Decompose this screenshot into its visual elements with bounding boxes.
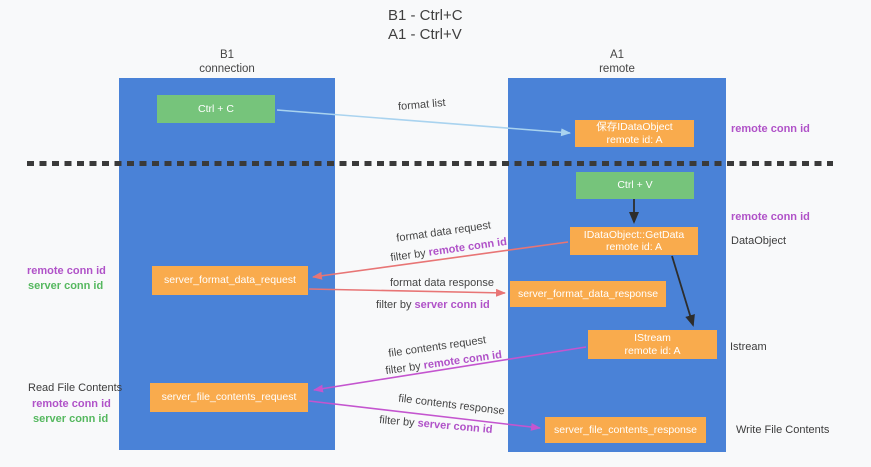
lane-b1-role: connection — [199, 63, 255, 75]
node-server-file-contents-request: server_file_contents_request — [150, 383, 308, 412]
ctrl-c-label: Ctrl + C — [198, 102, 234, 115]
node-server-format-data-response: server_format_data_response — [510, 281, 666, 307]
ctrl-v-label: Ctrl + V — [617, 179, 653, 192]
phase-separator-dashed-line — [27, 161, 833, 166]
istream-line2: remote id: A — [624, 344, 681, 357]
diagram-title: B1 - Ctrl+C A1 - Ctrl+V — [388, 6, 463, 44]
lane-a1-name: A1 — [609, 49, 625, 61]
left-remote-conn-id-1: remote conn id — [27, 265, 106, 277]
server-file-contents-response-label: server_file_contents_response — [553, 423, 697, 436]
node-ctrl-v: Ctrl + V — [576, 172, 694, 199]
label-filter-by-server-conn-id-2: filter by server conn id — [379, 414, 493, 436]
node-ctrl-c: Ctrl + C — [157, 95, 275, 123]
filter-by-text: filter by — [376, 299, 412, 311]
label-istream: Istream — [730, 341, 767, 353]
server-file-contents-request-label: server_file_contents_request — [161, 391, 297, 404]
filter-by-text: filter by — [384, 360, 422, 378]
label-format-data-response: format data response — [390, 277, 494, 289]
node-server-format-data-request: server_format_data_request — [152, 266, 308, 295]
lane-header-b1: B1 connection — [119, 48, 335, 76]
filter-by-text: filter by — [378, 414, 416, 430]
title-line-2: A1 - Ctrl+V — [388, 26, 462, 43]
node-idataobject-getdata: IDataObject::GetData remote id: A — [570, 227, 698, 255]
getdata-line1: IDataObject::GetData — [583, 228, 685, 241]
save-idataobject-line1: 保存IDataObject — [596, 121, 673, 133]
label-write-file-contents: Write File Contents — [736, 424, 830, 436]
node-save-idataobject: 保存IDataObject remote id: A — [575, 120, 694, 147]
label-format-list: format list — [397, 96, 447, 114]
label-filter-by-server-conn-id-1: filter by server conn id — [376, 299, 490, 311]
getdata-line2: remote id: A — [605, 241, 663, 253]
label-file-contents-response: file contents response — [397, 392, 506, 418]
left-server-conn-id-1: server conn id — [28, 280, 104, 292]
label-dataobject: DataObject — [731, 235, 787, 247]
right-remote-conn-id-1: remote conn id — [731, 123, 810, 135]
remote-conn-id-text: remote conn id — [427, 235, 508, 259]
lane-b1-name: B1 — [219, 49, 235, 61]
left-remote-conn-id-2: remote conn id — [32, 398, 111, 410]
arrow-format-data-response — [308, 288, 506, 297]
label-read-file-contents: Read File Contents — [28, 382, 123, 394]
server-format-data-request-label: server_format_data_request — [164, 274, 296, 287]
node-istream: IStream remote id: A — [588, 330, 717, 359]
istream-line1: IStream — [634, 332, 671, 344]
save-idataobject-line2: remote id: A — [606, 133, 663, 146]
right-remote-conn-id-2: remote conn id — [731, 211, 810, 223]
lane-header-a1: A1 remote — [508, 48, 726, 76]
lane-a1-role: remote — [599, 63, 635, 75]
filter-by-text: filter by — [389, 247, 427, 265]
server-format-data-response-label: server_format_data_response — [517, 287, 659, 300]
left-server-conn-id-2: server conn id — [33, 413, 109, 425]
server-conn-id-text: server conn id — [417, 417, 494, 436]
title-line-1: B1 - Ctrl+C — [388, 7, 463, 24]
server-conn-id-text: server conn id — [414, 299, 490, 311]
node-server-file-contents-response: server_file_contents_response — [545, 417, 706, 443]
